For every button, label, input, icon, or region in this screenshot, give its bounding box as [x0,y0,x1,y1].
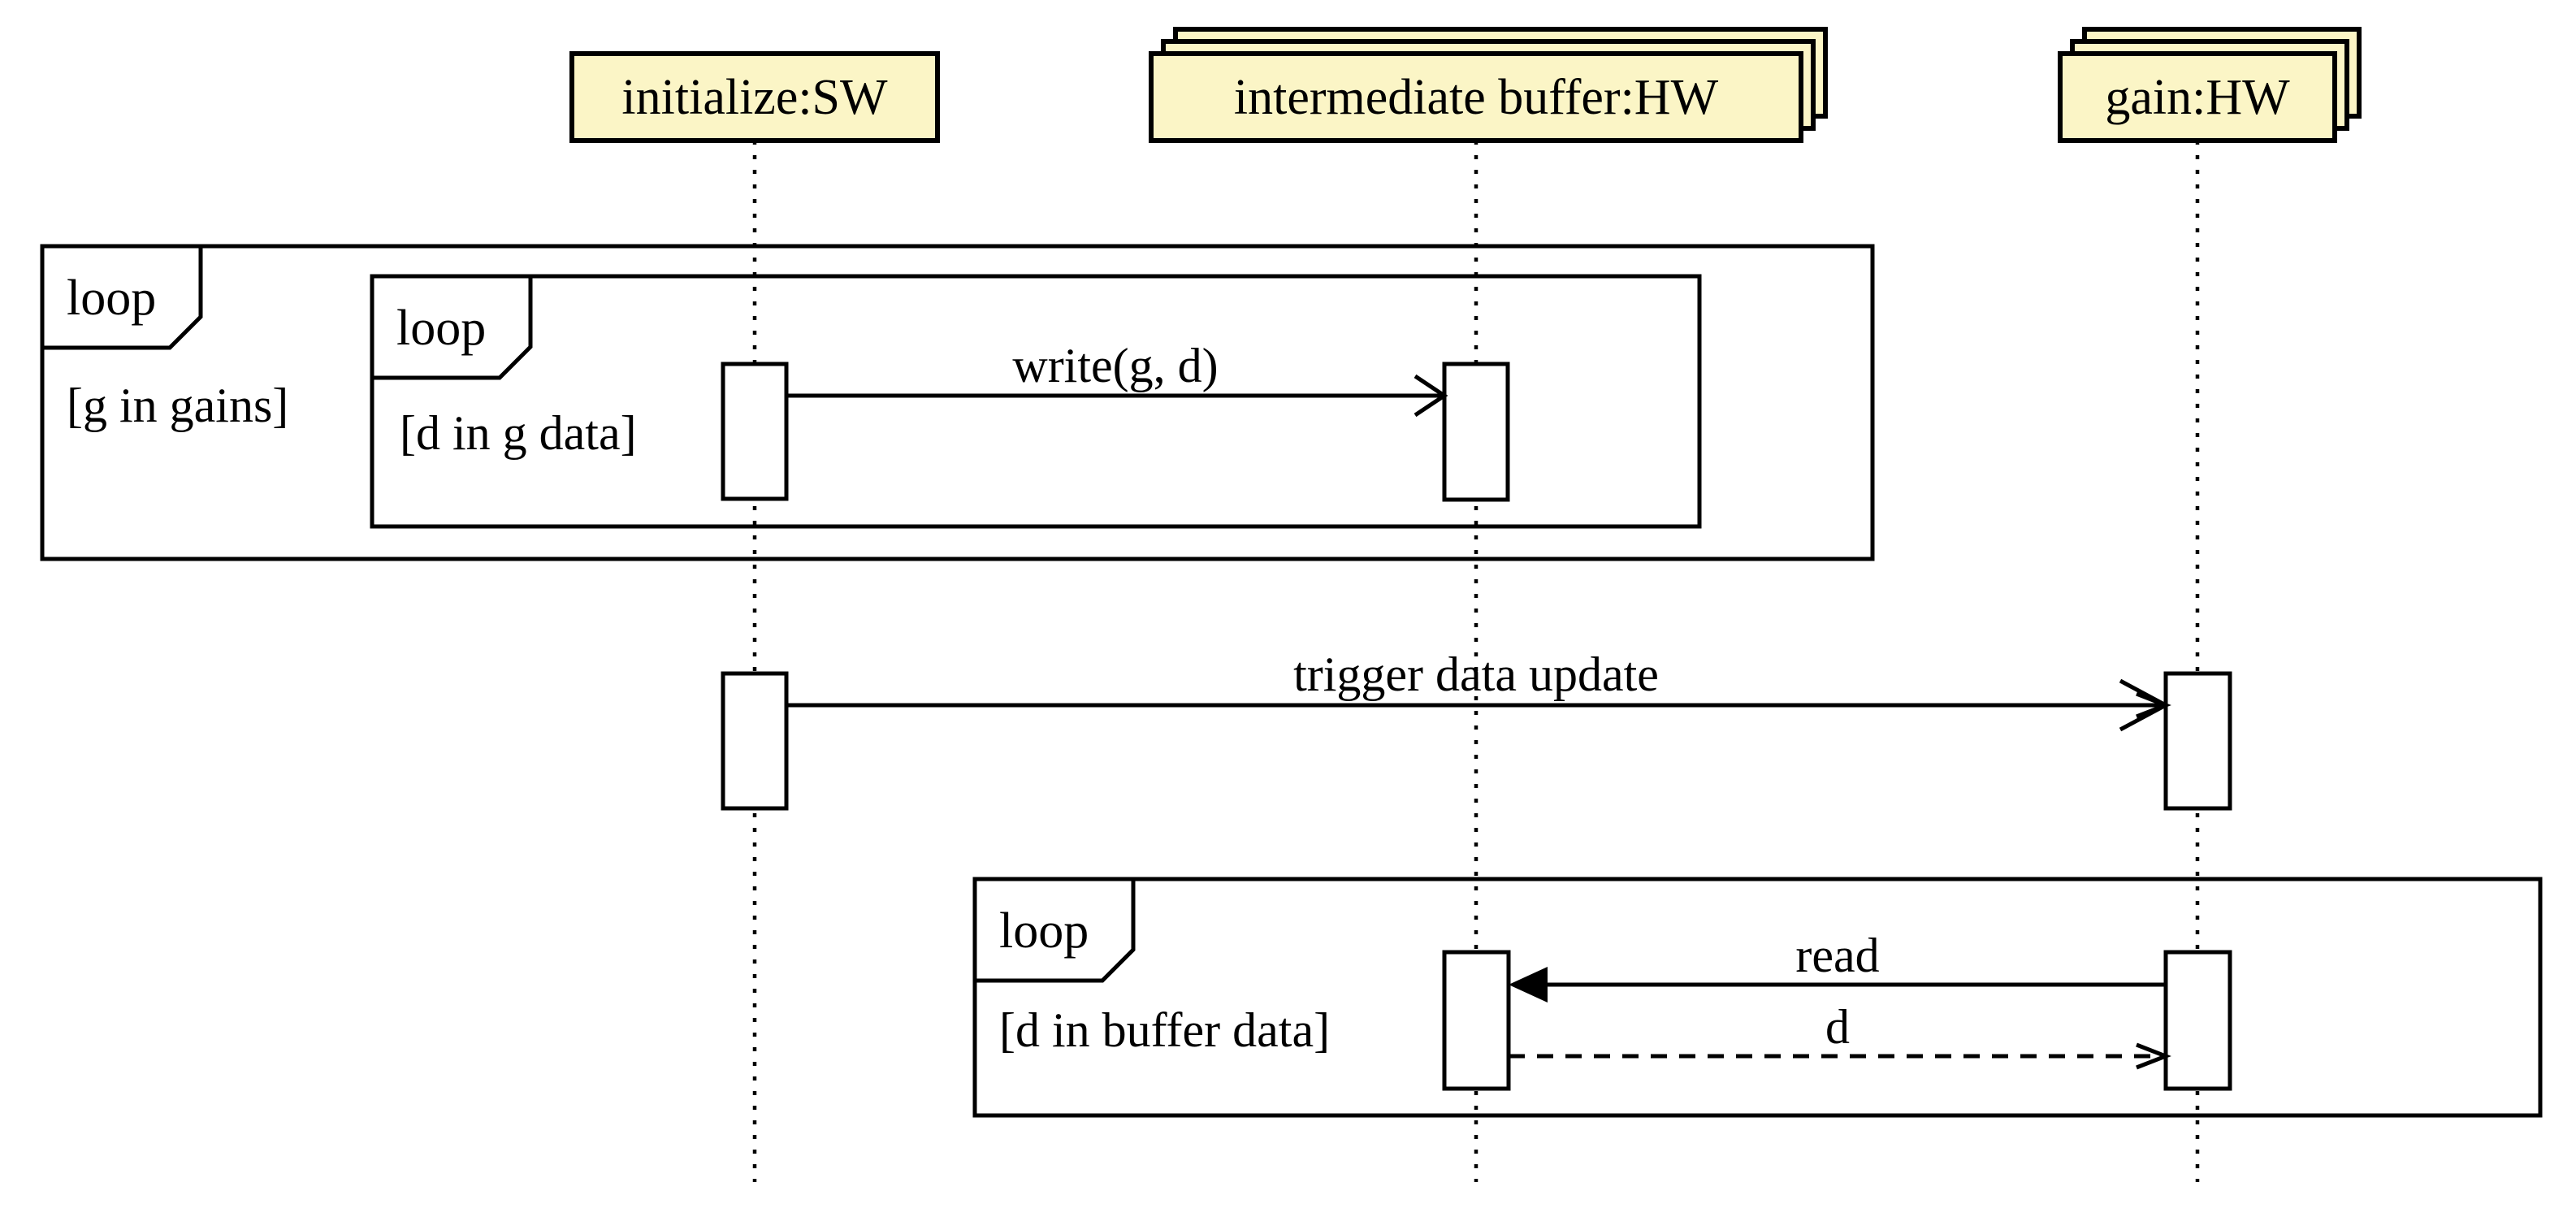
message-write-label: write(g, d) [1012,339,1218,392]
loop-frame-bottom-guard: [d in buffer data] [999,1003,1330,1057]
activation-gain-read [2163,950,2232,1091]
loop-frame-inner-operator: loop [396,301,486,356]
message-trigger-label: trigger data update [1293,647,1659,701]
activation-intermediate-write [1442,362,1510,502]
participant-initialize-name: initialize:SW [621,70,888,125]
participant-gain-name: gain:HW [2105,70,2290,125]
participant-initialize: initialize:SW [569,51,940,143]
loop-frame-outer-guard: [g in gains] [67,379,288,432]
activation-intermediate-read [1442,950,1511,1091]
loop-frame-inner-guard: [d in g data] [400,406,637,460]
activation-gain-trigger [2163,671,2232,811]
participant-intermediate-buffer-name: intermediate buffer:HW [1234,70,1719,125]
message-write: write(g, d) [786,339,1448,418]
loop-frame-inner-border [370,274,1702,529]
participant-initialize-box [569,51,940,143]
loop-frame-bottom: loop [d in buffer data] [972,877,2543,1118]
participant-gain-box [2058,51,2337,143]
message-write-arrowhead-open [1414,374,1448,418]
loop-frame-bottom-border [972,877,2543,1118]
message-read-label: read [1795,929,1879,982]
message-read-arrowhead-filled [1509,967,1548,1003]
loop-frame-bottom-operator: loop [999,903,1089,959]
message-trigger: trigger data update [786,647,2171,732]
participant-intermediate-buffer-box [1149,51,1803,143]
loop-frame-inner: loop [d in g data] [370,274,1702,529]
loop-frame-inner-pentagon [370,274,533,380]
participant-intermediate-buffer: intermediate buffer:HW [1149,27,1828,143]
participant-gain: gain:HW [2058,27,2362,143]
message-return-d: d [1509,1000,2171,1070]
loop-frame-outer: loop [g in gains] [40,244,1875,561]
message-return-d-label: d [1825,1000,1850,1054]
loop-frame-outer-border [40,244,1875,561]
message-read: read [1509,929,2166,1003]
activation-initialize-write [721,362,789,501]
loop-frame-outer-pentagon [40,244,203,350]
loop-frame-outer-operator: loop [67,271,156,326]
activation-initialize-trigger [721,671,789,811]
message-trigger-arrowhead-open-outer [2119,678,2171,732]
loop-frame-bottom-pentagon [972,877,1136,983]
message-return-d-arrowhead-open [2136,1042,2171,1070]
